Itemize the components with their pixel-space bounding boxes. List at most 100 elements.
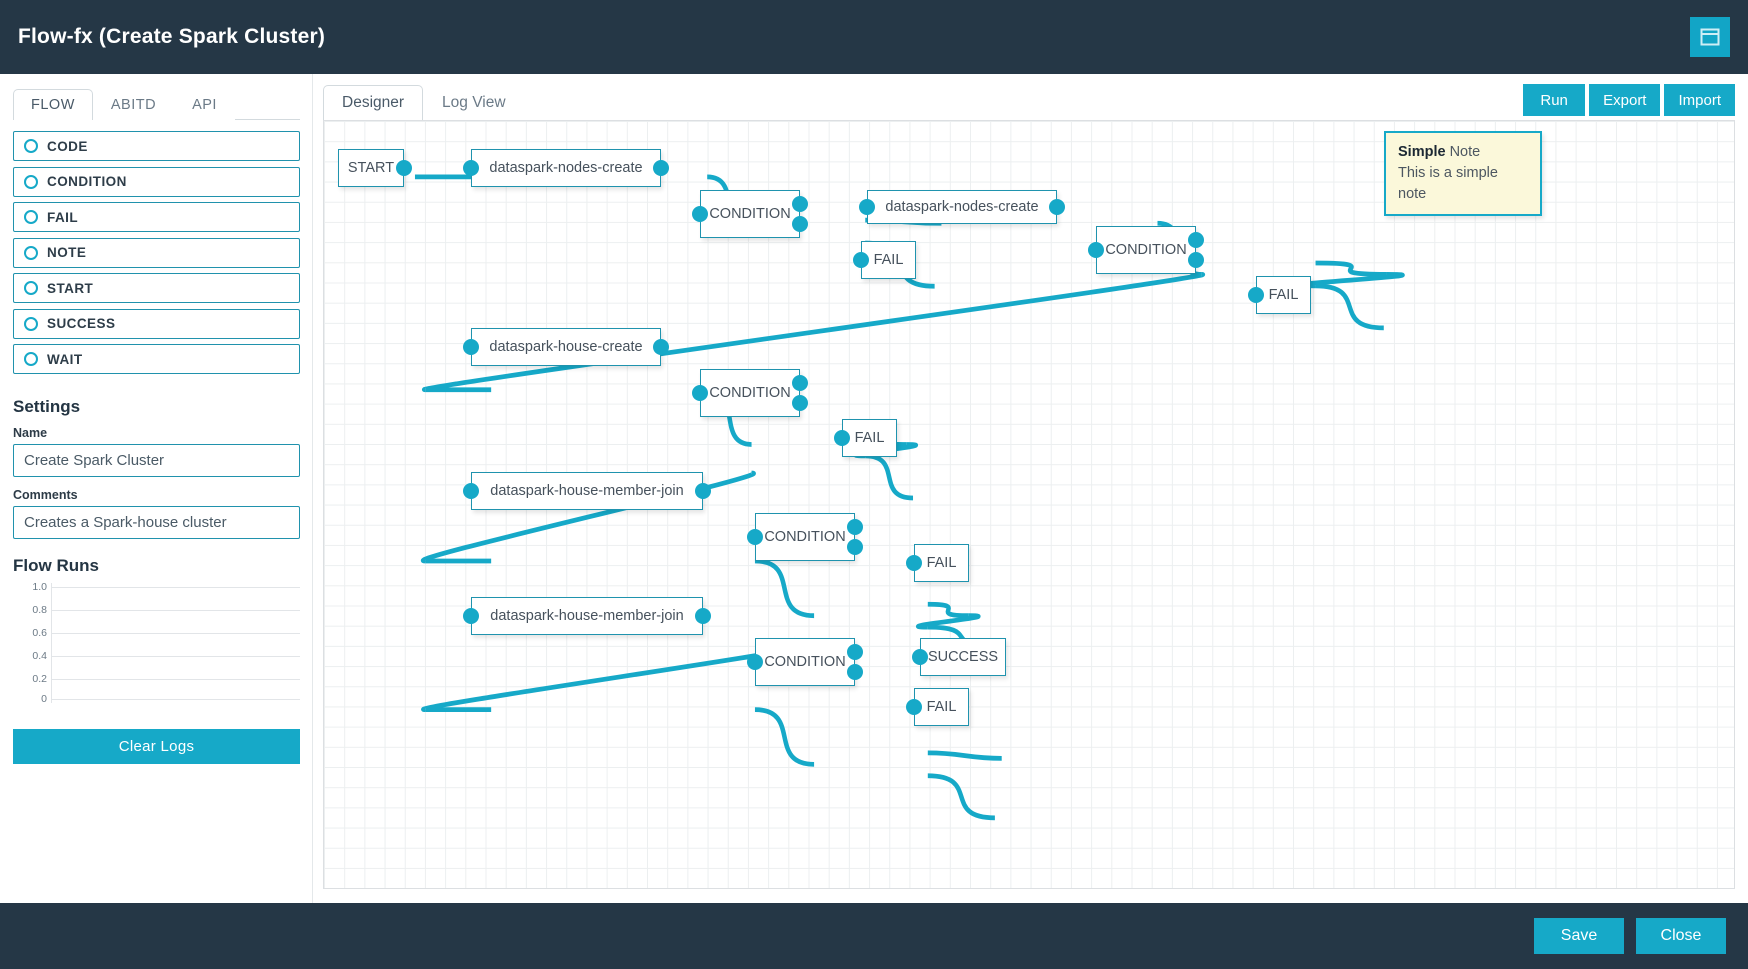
flow-runs-chart: 1.0 0.8 0.6 0.4 0.2 0 bbox=[15, 581, 300, 705]
flow-node[interactable]: FAIL bbox=[861, 241, 916, 279]
node-port[interactable] bbox=[695, 483, 711, 499]
node-port[interactable] bbox=[747, 529, 763, 545]
flow-node[interactable]: FAIL bbox=[842, 419, 897, 457]
flow-node[interactable]: SUCCESS bbox=[920, 638, 1006, 676]
node-port[interactable] bbox=[792, 394, 808, 411]
circle-icon bbox=[24, 210, 38, 224]
flow-node-label: CONDITION bbox=[709, 385, 791, 401]
chart-gridline bbox=[51, 678, 300, 680]
palette-item-label: CODE bbox=[47, 138, 88, 154]
palette-item-success[interactable]: SUCCESS bbox=[13, 308, 300, 339]
close-button[interactable]: Close bbox=[1636, 918, 1726, 954]
chart-gridline bbox=[51, 655, 300, 657]
palette-item-wait[interactable]: WAIT bbox=[13, 344, 300, 374]
flow-node-label: CONDITION bbox=[709, 206, 791, 222]
node-port[interactable] bbox=[847, 644, 863, 661]
node-port[interactable] bbox=[747, 654, 763, 670]
palette-item-note[interactable]: NOTE bbox=[13, 237, 300, 268]
note-title-rest: Note bbox=[1445, 144, 1481, 160]
palette-item-condition[interactable]: CONDITION bbox=[13, 166, 300, 197]
flow-node[interactable]: dataspark-nodes-create bbox=[471, 149, 661, 187]
flow-node-label: dataspark-nodes-create bbox=[885, 199, 1039, 215]
node-port[interactable] bbox=[1188, 232, 1204, 249]
tab-designer[interactable]: Designer bbox=[323, 85, 424, 120]
node-port[interactable] bbox=[847, 663, 863, 680]
note-title-bold: Simple bbox=[1398, 144, 1446, 160]
node-palette: CODE CONDITION FAIL NOTE START bbox=[0, 120, 313, 380]
node-port[interactable] bbox=[847, 519, 863, 536]
flow-node[interactable]: FAIL bbox=[914, 544, 969, 582]
flow-node[interactable]: CONDITION bbox=[700, 369, 800, 417]
flow-node[interactable]: dataspark-house-member-join bbox=[471, 472, 703, 510]
flow-edge bbox=[420, 470, 756, 564]
restore-window-button[interactable] bbox=[1690, 17, 1730, 57]
note-box[interactable]: Simple Note This is a simple note bbox=[1384, 131, 1542, 217]
palette-item-start[interactable]: START bbox=[13, 273, 300, 303]
flow-node-label: dataspark-house-create bbox=[489, 339, 643, 355]
flow-node[interactable]: FAIL bbox=[914, 688, 969, 726]
node-port[interactable] bbox=[653, 160, 669, 176]
tab-flow[interactable]: FLOW bbox=[13, 89, 93, 120]
tab-abitd[interactable]: ABITD bbox=[92, 89, 175, 120]
node-port[interactable] bbox=[792, 196, 808, 213]
node-port[interactable] bbox=[463, 608, 479, 624]
node-port[interactable] bbox=[906, 555, 922, 571]
run-button[interactable]: Run bbox=[1523, 84, 1586, 116]
node-port[interactable] bbox=[792, 215, 808, 232]
node-port[interactable] bbox=[792, 375, 808, 392]
chart-y-tick: 0.8 bbox=[32, 603, 47, 616]
node-port[interactable] bbox=[463, 160, 479, 176]
node-port[interactable] bbox=[692, 206, 708, 222]
node-port[interactable] bbox=[853, 252, 869, 268]
chart-y-tick: 0 bbox=[41, 692, 47, 705]
tab-log-view[interactable]: Log View bbox=[442, 94, 506, 111]
flow-edge bbox=[422, 272, 1205, 393]
chart-gridline bbox=[51, 609, 300, 611]
flow-node[interactable]: dataspark-house-create bbox=[471, 328, 661, 366]
node-port[interactable] bbox=[695, 608, 711, 624]
node-port[interactable] bbox=[692, 385, 708, 401]
node-port[interactable] bbox=[847, 538, 863, 555]
node-port[interactable] bbox=[1088, 242, 1104, 258]
flow-node[interactable]: dataspark-nodes-create bbox=[867, 190, 1057, 224]
flow-node[interactable]: dataspark-house-member-join bbox=[471, 597, 703, 635]
canvas-toolbar: Run Export Import bbox=[1523, 84, 1735, 120]
palette-item-fail[interactable]: FAIL bbox=[13, 202, 300, 232]
flow-node-label: SUCCESS bbox=[927, 649, 999, 665]
node-port[interactable] bbox=[1248, 287, 1264, 303]
title-bar: Flow-fx (Create Spark Cluster) bbox=[0, 0, 1748, 74]
flow-node[interactable]: FAIL bbox=[1256, 276, 1311, 314]
node-port[interactable] bbox=[834, 430, 850, 446]
node-port[interactable] bbox=[463, 483, 479, 499]
export-button[interactable]: Export bbox=[1589, 84, 1661, 116]
flow-edge bbox=[927, 750, 1002, 761]
node-port[interactable] bbox=[912, 649, 928, 665]
node-port[interactable] bbox=[653, 339, 669, 355]
name-input[interactable] bbox=[13, 443, 300, 477]
flow-node[interactable]: CONDITION bbox=[700, 190, 800, 238]
node-port[interactable] bbox=[906, 699, 922, 715]
save-button[interactable]: Save bbox=[1534, 918, 1624, 954]
comments-input[interactable] bbox=[13, 505, 300, 539]
flow-edge bbox=[916, 613, 981, 630]
flow-node-label: FAIL bbox=[854, 430, 885, 446]
flow-edge bbox=[754, 707, 815, 767]
tab-api[interactable]: API bbox=[174, 89, 235, 120]
clear-logs-button[interactable]: Clear Logs bbox=[13, 728, 300, 764]
flow-node[interactable]: CONDITION bbox=[1096, 226, 1196, 274]
flow-node[interactable]: START bbox=[338, 149, 404, 187]
node-port[interactable] bbox=[463, 339, 479, 355]
node-port[interactable] bbox=[1049, 199, 1065, 215]
flow-node[interactable]: CONDITION bbox=[755, 638, 855, 686]
node-port[interactable] bbox=[1188, 251, 1204, 268]
circle-icon bbox=[24, 316, 38, 331]
import-button[interactable]: Import bbox=[1664, 84, 1735, 116]
flow-edge bbox=[927, 773, 995, 821]
node-port[interactable] bbox=[396, 160, 412, 176]
node-port[interactable] bbox=[859, 199, 875, 215]
flow-node[interactable]: CONDITION bbox=[755, 513, 855, 561]
window-icon bbox=[1700, 28, 1720, 46]
palette-item-code[interactable]: CODE bbox=[13, 131, 300, 161]
